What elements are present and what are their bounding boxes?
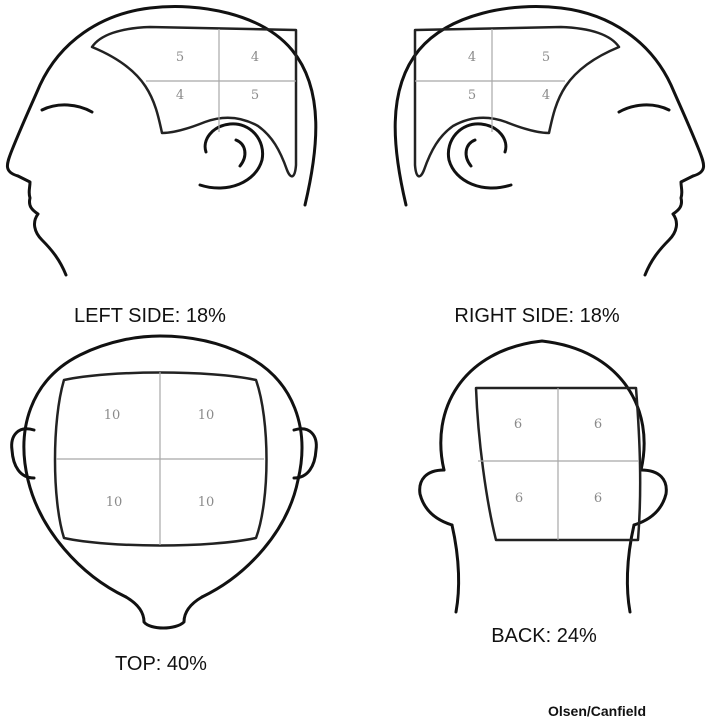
- top-quadrant-value: 10: [198, 408, 215, 423]
- left-quadrant-value: 4: [251, 50, 259, 65]
- top-quadrant-value: 10: [198, 495, 215, 510]
- left-ear-inner: [236, 140, 245, 166]
- back-quadrant-value: 6: [514, 417, 522, 432]
- back-quadrant-value: 6: [515, 491, 523, 506]
- left-side-label: LEFT SIDE: 18%: [74, 305, 226, 327]
- left-ear: [200, 124, 263, 188]
- top-view: 10 10 10 10 TOP: 40%: [12, 336, 317, 675]
- right-ear: [448, 124, 511, 188]
- top-ear-right: [294, 429, 316, 478]
- right-quadrant-value: 5: [542, 50, 550, 65]
- left-head-outline: [7, 7, 315, 275]
- left-eyebrow: [42, 105, 92, 112]
- top-label: TOP: 40%: [115, 653, 207, 675]
- right-quadrant-value: 4: [468, 50, 476, 65]
- left-quadrant-value: 4: [176, 88, 184, 103]
- left-scalp-zone: [92, 27, 296, 176]
- right-side-label: RIGHT SIDE: 18%: [454, 305, 619, 327]
- right-side-view: [395, 7, 703, 275]
- back-quadrant-value: 6: [594, 491, 602, 506]
- top-quadrant-value: 10: [106, 495, 123, 510]
- back-neck-right: [627, 525, 634, 612]
- back-label: BACK: 24%: [491, 625, 597, 647]
- right-quadrant-value: 5: [468, 88, 476, 103]
- right-ear-inner: [466, 140, 475, 166]
- top-quadrant-value: 10: [104, 408, 121, 423]
- top-head-outline: [24, 336, 302, 597]
- top-nose: [126, 597, 202, 628]
- left-quadrant-value: 5: [176, 50, 184, 65]
- back-view: 6 6 6 6 BACK: 24%: [420, 341, 667, 647]
- back-quadrant-value: 6: [594, 417, 602, 432]
- back-head-outline: [441, 341, 644, 470]
- right-head-outline: [395, 7, 703, 275]
- right-eyebrow: [619, 105, 669, 112]
- back-ear-left: [420, 470, 452, 525]
- left-quadrant-value: 5: [251, 88, 259, 103]
- right-scalp-zone: [415, 27, 619, 176]
- credit-text: Olsen/Canfield: [548, 703, 646, 719]
- back-neck-left: [452, 525, 459, 612]
- right-quadrant-value: 4: [542, 88, 550, 103]
- left-side-view: 5 4 4 5 LEFT SIDE: 18%: [7, 7, 315, 327]
